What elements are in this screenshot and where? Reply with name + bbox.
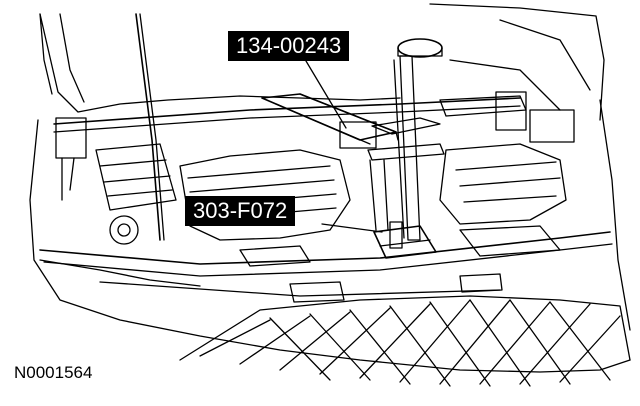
- leader-lines: [305, 60, 383, 233]
- engine-support-fixture: [261, 38, 527, 241]
- radiator-support: [39, 231, 613, 303]
- body-outline: [29, 99, 631, 373]
- figure-id: N0001564: [14, 363, 93, 382]
- callout-303-f072: 303-F072: [185, 196, 296, 226]
- callout-134-00243: 134-00243: [228, 31, 350, 61]
- lateral-support-bar: [53, 91, 527, 201]
- front-grille: [179, 295, 631, 387]
- engine-components: [95, 109, 575, 267]
- hood-prop-rod: [135, 13, 165, 241]
- hood: [39, 3, 605, 121]
